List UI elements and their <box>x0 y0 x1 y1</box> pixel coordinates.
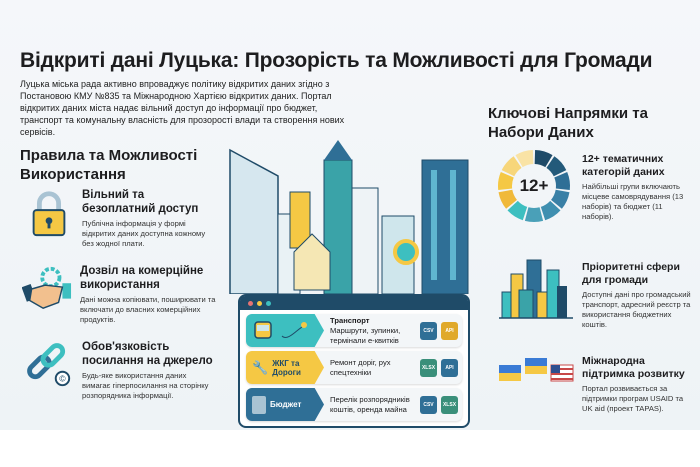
city-buildings-icon <box>499 259 573 319</box>
dataset-desc: Маршрути, зупинки, термінали е-квитків <box>330 325 401 345</box>
priority-item: Пріоритетні сфери для громади Доступні д… <box>582 261 694 330</box>
rule-desc: Публічна інформація у формі відкритих да… <box>82 219 206 248</box>
dataset-desc: Перелік розпорядників коштів, оренда май… <box>330 394 410 414</box>
route-pin-icon <box>281 321 307 338</box>
rule-desc: Будь-яке використання даних вимагає гіпе… <box>82 371 209 400</box>
rule-desc: Дані можна копіювати, поширювати та вклю… <box>80 295 216 324</box>
chain-link-icon: © <box>27 343 71 387</box>
svg-text:©: © <box>59 373 66 383</box>
padlock-icon <box>32 191 66 237</box>
rule-title: Вільний та безоплатний доступ <box>82 189 199 215</box>
infographic: Відкриті дані Луцька: Прозорість та Можл… <box>0 0 700 430</box>
donut-segment <box>546 156 567 177</box>
item-desc: Доступні дані про громадський транспорт,… <box>582 290 691 329</box>
dataset-tag: Бюджет <box>270 400 302 409</box>
donut-segment <box>515 150 534 168</box>
categories-donut: 12+ <box>496 148 572 224</box>
rule-title: Дозвіл на комерційне використання <box>80 265 204 291</box>
item-desc: Портал розвивається за підтримки програм… <box>582 384 684 413</box>
donut-segment <box>524 207 544 222</box>
calculator-icon <box>252 395 266 414</box>
minimize-dot <box>257 300 262 306</box>
dataset-tag: ЖКГ та Дороги <box>272 358 301 377</box>
format-badge[interactable]: XLSX <box>441 395 458 414</box>
donut-segment <box>540 200 561 221</box>
flags-icon <box>499 358 574 382</box>
item-desc: Найбільші групи включають місцеве самовр… <box>582 182 684 221</box>
donut-segment <box>501 156 522 177</box>
handshake-icon <box>22 266 72 310</box>
maximize-dot <box>266 300 271 306</box>
donut-segment <box>507 200 528 221</box>
road-wrench-icon: 🔧 <box>252 360 269 375</box>
donut-label: 12+ <box>519 176 549 195</box>
item-title: 12+ тематичних категорій даних <box>582 153 665 178</box>
dataset-row-budget[interactable]: Бюджет Перелік розпорядників коштів, оре… <box>246 388 462 421</box>
close-dot <box>248 300 253 306</box>
support-item: Міжнародна підтримка розвитку Портал роз… <box>582 355 694 414</box>
page-title: Відкриті дані Луцька: Прозорість та Можл… <box>20 49 653 72</box>
right-heading: Ключові Напрямки та Набори Даних <box>488 105 648 141</box>
window-titlebar <box>240 296 468 310</box>
format-badge[interactable]: CSV <box>420 321 437 340</box>
format-badge[interactable]: API <box>441 321 458 340</box>
format-badge[interactable]: CSV <box>420 395 437 414</box>
donut-segment <box>554 172 570 191</box>
donut-segment <box>498 189 517 209</box>
donut-segment <box>551 189 570 209</box>
dataset-title: Транспорт <box>330 315 370 325</box>
categories-item: 12+ тематичних категорій даних Найбільші… <box>582 153 694 222</box>
item-title: Пріоритетні сфери для громади <box>582 261 680 286</box>
format-badge[interactable]: API <box>441 358 458 377</box>
city-illustration <box>229 140 469 294</box>
bus-icon <box>254 320 272 339</box>
donut-segment <box>534 150 553 168</box>
donut-segment <box>498 172 514 191</box>
dataset-desc: Ремонт доріг, рух спецтехніки <box>330 357 391 377</box>
intro-text: Луцька міська рада активно впроваджує по… <box>20 79 345 137</box>
dataset-row-housing[interactable]: 🔧ЖКГ та Дороги Ремонт доріг, рух спецтех… <box>246 351 462 384</box>
format-badge[interactable]: XLSX <box>420 358 437 377</box>
rule-title: Обов'язковість посилання на джерело <box>82 341 213 367</box>
item-title: Міжнародна підтримка розвитку <box>582 355 685 380</box>
left-heading: Правила та Можливості Використання <box>20 147 198 183</box>
